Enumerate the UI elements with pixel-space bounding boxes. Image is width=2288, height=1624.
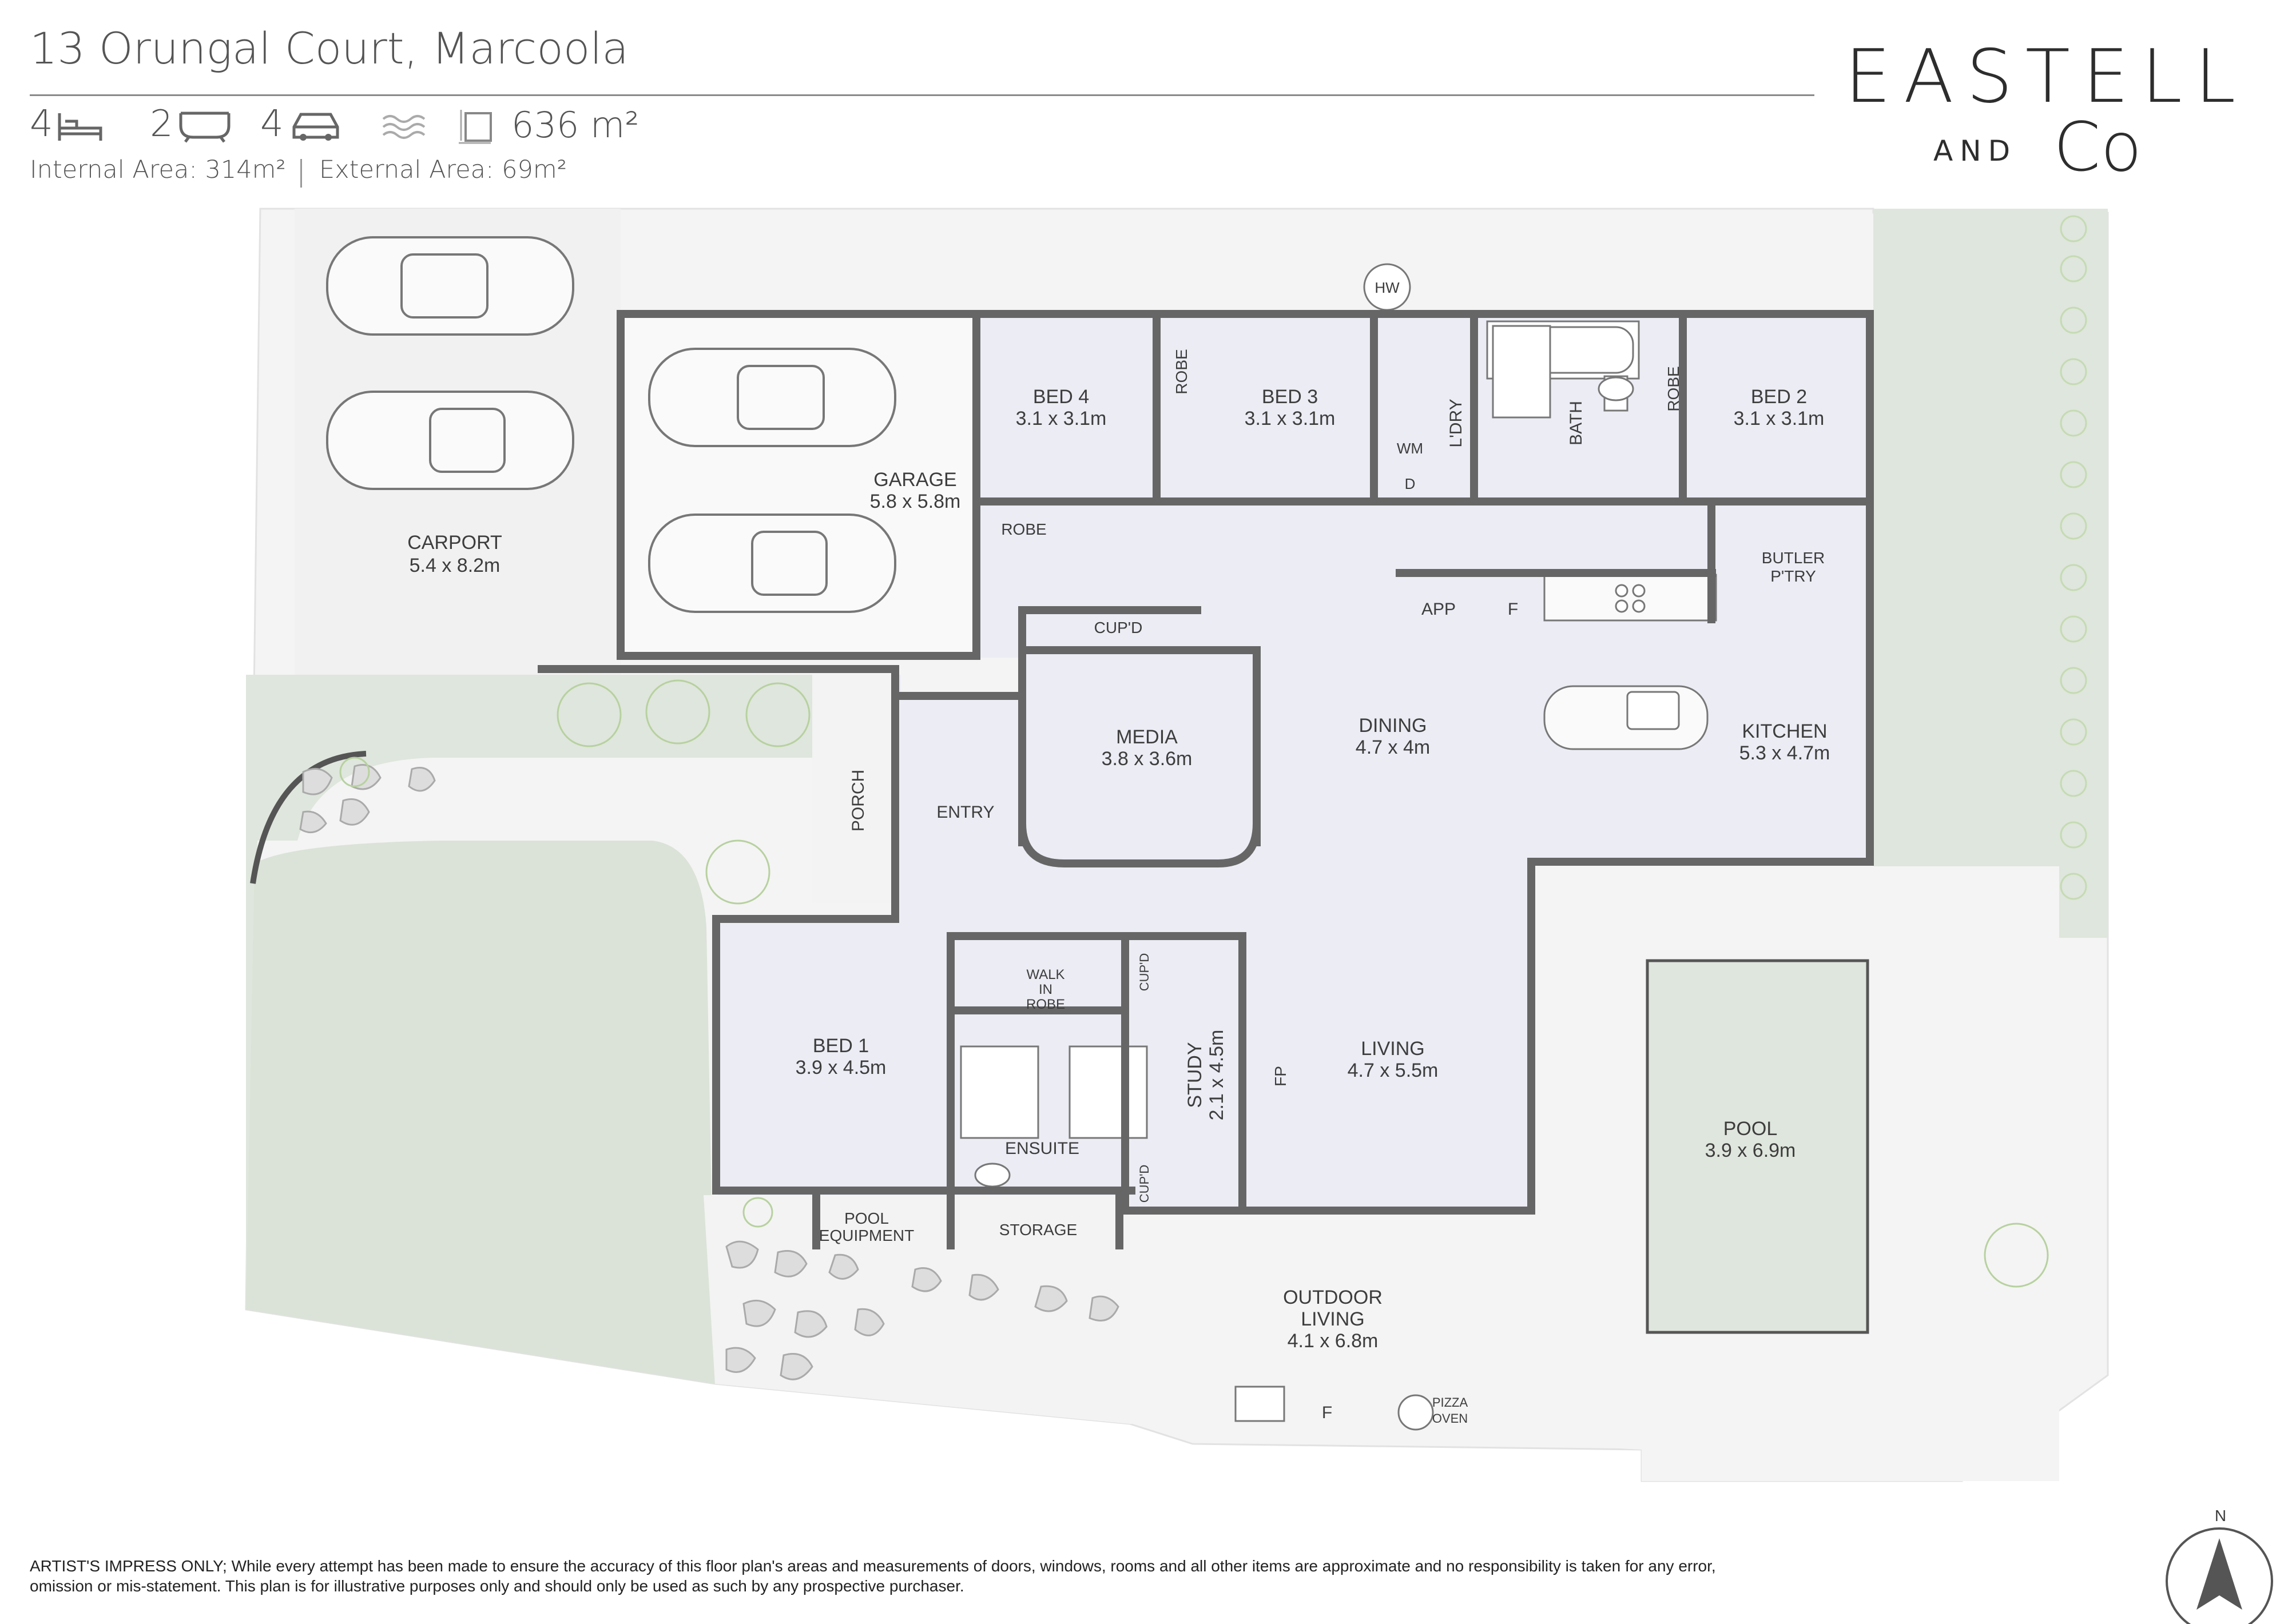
pizza-oven-label-1: PIZZA [1432,1395,1468,1410]
pool-dim: 3.9 x 6.9m [1705,1140,1796,1161]
dining-dim: 4.7 x 4m [1356,737,1430,758]
fixtures [960,263,1717,1431]
bed2-label: BED 2 [1751,386,1807,408]
front-path [812,675,901,903]
appliance-label: APP [1421,600,1456,619]
outdoor-slab [1130,1212,1522,1424]
bed4-dim: 3.1 x 3.1m [1016,408,1107,429]
media-label: MEDIA [1116,726,1178,748]
walls [538,310,1874,1249]
outdoor-label-2: LIVING [1301,1308,1364,1330]
bed3-label: BED 3 [1262,386,1318,408]
baths-count: 2 [150,103,173,145]
header-rule [30,94,1814,96]
robe-bed3-label: ROBE [1173,349,1190,394]
area-divider [300,159,302,188]
pool-equipment-label-1: POOL [844,1209,889,1227]
bed2-dim: 3.1 x 3.1m [1734,408,1825,429]
fireplace-label: FP [1272,1066,1289,1086]
ensuite-label: ENSUITE [1005,1139,1079,1158]
entry-label: ENTRY [936,803,994,822]
curved-path-edge [250,751,367,884]
fridge-label: F [1508,600,1518,619]
bed1-label: BED 1 [813,1035,869,1057]
carport-label: CARPORT [407,532,502,554]
bed3-dim: 3.1 x 3.1m [1245,408,1336,429]
dryer-label: D [1405,475,1416,492]
external-area: External Area: 69m² [319,156,567,184]
bath-label: BATH [1567,401,1586,445]
bath-icon [179,112,231,143]
shrubs [339,679,2049,1288]
car-icons [326,236,896,613]
outdoor-fridge-label: F [1322,1403,1332,1422]
garage-label: GARAGE [873,469,956,491]
living-label: LIVING [1361,1038,1424,1060]
storage-label: STORAGE [999,1221,1077,1239]
north-label: N [2215,1507,2226,1525]
pool-label: POOL [1723,1118,1777,1140]
hedge [2060,215,2087,900]
laundry-label: L'DRY [1447,399,1465,447]
property-address: 13 Orungal Court, Marcoola [30,23,629,74]
logo-co: Co [2053,108,2142,186]
disclaimer-line-1: ARTIST'S IMPRESS ONLY; While every attem… [30,1557,1716,1575]
bed1-dim: 3.9 x 4.5m [796,1057,887,1078]
garage-dim: 5.8 x 5.8m [870,491,961,512]
pizza-oven-label-2: OVEN [1432,1411,1468,1426]
living-dim: 4.7 x 5.5m [1348,1060,1439,1081]
north-arrow: N [2166,1507,2273,1624]
butler-label-2: P'TRY [1770,567,1816,585]
pool-icon [382,115,426,139]
carport-dim: 5.4 x 8.2m [410,555,500,576]
wir-label-3: ROBE [1026,997,1065,1012]
kitchen-dim: 5.3 x 4.7m [1739,742,1830,764]
washer-label: WM [1397,440,1423,457]
study-label: STUDY [1184,1042,1206,1108]
logo-wordmark: EASTELL [1845,34,2249,120]
study-dim: 2.1 x 4.5m [1206,1030,1228,1121]
dining-label: DINING [1359,715,1427,737]
media-dim: 3.8 x 3.6m [1102,748,1193,770]
car-icon [292,113,339,141]
outdoor-dim: 4.1 x 6.8m [1288,1330,1379,1352]
cupboard-study-top: CUP'D [1137,953,1151,992]
outdoor-label-1: OUTDOOR [1283,1287,1383,1308]
internal-area: Internal Area: 314m² [30,156,286,184]
pool-equipment-label-2: EQUIPMENT [819,1227,914,1244]
land-area-icon [459,110,492,144]
cupboard-label: CUP'D [1094,619,1143,636]
pool [1646,959,1869,1334]
butler-label-1: BUTLER [1762,549,1825,567]
cars-count: 4 [260,103,284,145]
logo-and: AND [1933,134,2017,168]
wir-label-2: IN [1039,982,1052,997]
features-row: 4 2 4 636 m² [30,103,659,149]
cupboard-study-bottom: CUP'D [1137,1165,1151,1203]
kitchen-label: KITCHEN [1742,721,1827,742]
brand-logo: EASTELL AND Co [1845,34,2268,186]
land-area: 636 m² [511,104,639,146]
hot-water-label: HW [1375,279,1400,296]
robe-bed2-label: ROBE [1665,366,1682,411]
round-lawn [246,841,715,1384]
bed-icon [58,113,102,141]
bed4-label: BED 4 [1033,386,1089,408]
room-labels: CARPORT 5.4 x 8.2m GARAGE 5.8 x 5.8m BED… [407,279,1830,1426]
wir-label-1: WALK [1026,967,1064,982]
porch-label: PORCH [849,770,868,831]
robe-garage-label: ROBE [1001,520,1046,538]
disclaimer-line-2: omission or mis-statement. This plan is … [30,1577,964,1595]
stepping-stones [299,764,1119,1380]
side-lawn [1873,209,2108,938]
beds-count: 4 [30,103,53,145]
